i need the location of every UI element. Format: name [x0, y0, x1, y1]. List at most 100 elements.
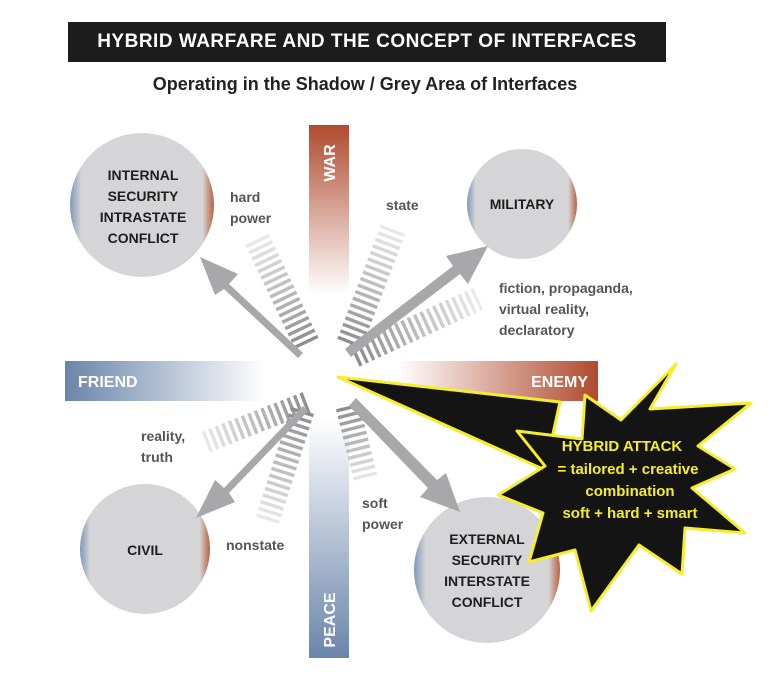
fiction-band-stripe	[425, 308, 439, 332]
nonstate-band-stripe	[260, 500, 285, 511]
state-band-stripe	[349, 303, 376, 316]
fiction-band-stripe	[412, 314, 427, 338]
fiction-band-stripe	[406, 316, 420, 341]
hybrid-attack-heading: HYBRID ATTACK	[562, 438, 683, 455]
reality-band-stripe	[266, 404, 279, 427]
nonstate-band-stripe	[266, 480, 291, 491]
nonstate-band-stripe	[275, 453, 300, 464]
state-band-stripe	[352, 296, 378, 310]
nonstate-band-stripe	[277, 446, 302, 458]
hybrid-attack-line-1: = tailored + creative	[558, 461, 699, 478]
state-band-stripe	[342, 322, 368, 336]
external-line-1: EXTERNAL	[449, 531, 525, 547]
fiction-band-stripe	[381, 328, 395, 352]
state-band-stripe	[359, 276, 386, 290]
hard-power-band-stripe	[290, 328, 316, 343]
external-line-4: CONFLICT	[452, 594, 523, 610]
reality-band-stripe	[273, 402, 285, 425]
friend-label: FRIEND	[78, 374, 138, 391]
soft-power-band-stripe	[352, 471, 378, 481]
arrow-top-right	[345, 246, 488, 357]
hard-power-band-stripe	[263, 271, 289, 286]
reality-band-stripe	[201, 430, 213, 453]
hard-power-band-stripe	[293, 334, 319, 350]
state-band-stripe	[372, 244, 398, 257]
state-label: state	[386, 197, 419, 213]
internal-security-circle	[70, 133, 214, 277]
hard-power-band-stripe	[287, 322, 313, 337]
subtitle: Operating in the Shadow / Grey Area of I…	[152, 74, 578, 94]
nonstate-band-stripe	[264, 486, 289, 498]
soft-power-band-stripe	[342, 430, 367, 440]
soft-power-band-stripe	[346, 444, 371, 454]
nonstate-band-stripe	[262, 493, 287, 504]
reality-band-stripe	[221, 422, 233, 445]
military-text: MILITARY	[490, 196, 555, 212]
hard-power-band-stripe	[281, 309, 307, 324]
nonstate-band-stripe	[270, 466, 295, 478]
soft-power-band-stripe	[351, 464, 376, 474]
state-band-stripe	[357, 283, 383, 296]
fiction-band-stripe	[470, 287, 484, 311]
reality-band-stripe	[247, 412, 259, 435]
hard-power-band-stripe	[272, 290, 298, 305]
civil-text: CIVIL	[127, 542, 163, 558]
fiction-line-1: fiction, propaganda,	[499, 280, 633, 296]
fiction-band-stripe	[432, 305, 446, 329]
reality-line-1: reality,	[141, 428, 185, 444]
reality-band-stripe	[227, 420, 239, 442]
soft-power-line-2: power	[362, 516, 404, 532]
state-band-stripe	[377, 231, 403, 244]
reality-band-stripe	[279, 399, 292, 422]
war-label: WAR	[322, 144, 339, 182]
state-band-stripe	[344, 316, 371, 329]
fiction-band-stripe	[438, 302, 452, 326]
state-band-stripe	[367, 257, 393, 270]
fiction-band-stripe	[457, 293, 471, 317]
nonstate-band-stripe	[268, 473, 293, 484]
external-line-3: INTERSTATE	[444, 573, 530, 589]
hard-power-band-stripe	[245, 233, 271, 249]
peace-axis-bar	[309, 418, 349, 658]
soft-power-band-stripe	[349, 457, 374, 467]
title-banner: HYBRID WARFARE AND THE CONCEPT OF INTERF…	[68, 22, 666, 62]
arrow-bottom-left	[196, 406, 308, 518]
arrow-top-left	[200, 257, 303, 358]
hard-power-band-stripe	[269, 284, 295, 299]
internal-line-3: INTRASTATE	[100, 209, 187, 225]
soft-power-line-1: soft	[362, 495, 388, 511]
fiction-band-stripe	[419, 311, 433, 335]
hard-power-band-stripe	[278, 303, 304, 318]
fiction-line-3: declaratory	[499, 322, 575, 338]
fiction-band-stripe	[463, 290, 477, 314]
hard-power-line-2: power	[230, 210, 272, 226]
external-security-circle	[414, 497, 560, 643]
reality-band-stripe	[260, 407, 272, 430]
soft-power-band-stripe	[347, 450, 372, 461]
state-band-stripe	[354, 290, 381, 303]
state-band-stripe	[374, 237, 401, 251]
reality-band-stripe	[234, 417, 246, 440]
reality-band-stripe	[214, 425, 226, 448]
internal-line-4: CONFLICT	[108, 230, 179, 246]
hybrid-attack-star	[496, 362, 753, 613]
reality-band-stripe	[253, 410, 265, 432]
state-band-stripe	[379, 224, 406, 238]
enemy-label: ENEMY	[531, 374, 588, 391]
war-axis-bar	[309, 125, 349, 295]
peace-label: PEACE	[322, 592, 339, 647]
hard-power-band-stripe	[260, 265, 286, 280]
internal-line-1: INTERNAL	[108, 167, 179, 183]
reality-line-2: truth	[141, 449, 173, 465]
state-band-stripe	[364, 263, 391, 277]
friend-axis-bar	[65, 361, 265, 401]
nonstate-band-stripe	[279, 440, 304, 451]
reality-band-stripe	[240, 415, 252, 437]
reality-band-stripe	[208, 427, 220, 450]
fiction-band-stripe	[400, 319, 414, 344]
reality-band-stripe	[299, 392, 311, 414]
fiction-band-stripe	[393, 322, 408, 347]
arrow-bottom-right	[349, 398, 460, 512]
soft-power-band-stripe	[341, 423, 366, 433]
hard-power-band-stripe	[248, 240, 274, 255]
